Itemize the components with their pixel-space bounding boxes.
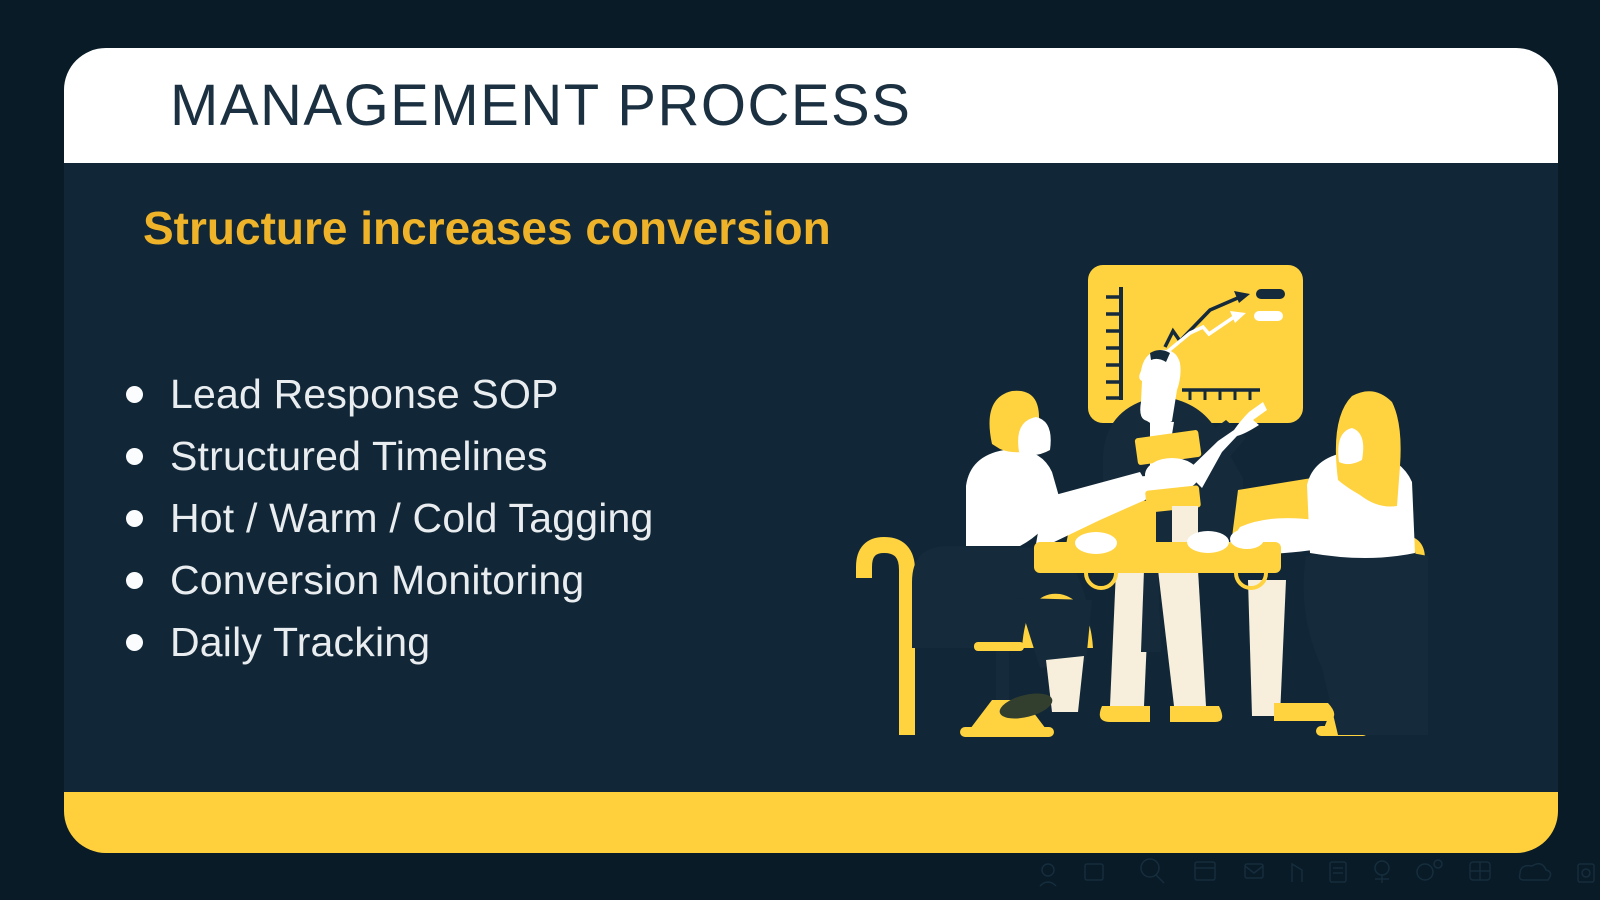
chart-board-icon bbox=[1088, 265, 1303, 423]
bullet-dot-icon bbox=[126, 633, 143, 651]
bullet-dot-icon bbox=[126, 509, 143, 527]
pointing-hand bbox=[1186, 402, 1267, 488]
slide-card: MANAGEMENT PROCESS Structure increases c… bbox=[64, 48, 1558, 853]
legend-dash-white bbox=[1254, 311, 1283, 321]
legend-dash-dark bbox=[1256, 289, 1285, 299]
list-item: Structured Timelines bbox=[126, 425, 654, 487]
list-item: Conversion Monitoring bbox=[126, 549, 654, 611]
seated-listener-right bbox=[1228, 391, 1428, 735]
subtitle: Structure increases conversion bbox=[143, 202, 831, 254]
bullet-text: Structured Timelines bbox=[170, 432, 548, 479]
presenter-legs bbox=[1099, 570, 1223, 722]
list-item: Hot / Warm / Cold Tagging bbox=[126, 487, 654, 549]
list-item: Daily Tracking bbox=[126, 611, 654, 673]
hands-on-table bbox=[1075, 529, 1264, 554]
hook-pole bbox=[856, 536, 915, 735]
doodle-watermark bbox=[1039, 858, 1595, 887]
bullet-text: Lead Response SOP bbox=[170, 370, 559, 417]
page-title: MANAGEMENT PROCESS bbox=[170, 73, 912, 138]
footer-band bbox=[64, 792, 1558, 853]
bullet-text: Conversion Monitoring bbox=[170, 556, 585, 603]
list-item: Lead Response SOP bbox=[126, 363, 654, 425]
growth-arrow-white bbox=[1165, 315, 1235, 354]
bullet-text: Daily Tracking bbox=[170, 618, 431, 665]
notebook-stack bbox=[1134, 430, 1202, 544]
team-meeting-illustration bbox=[850, 240, 1430, 745]
bullet-text: Hot / Warm / Cold Tagging bbox=[170, 494, 654, 541]
bullet-dot-icon bbox=[126, 447, 143, 465]
bullet-dot-icon bbox=[126, 571, 143, 589]
header-band: MANAGEMENT PROCESS bbox=[64, 48, 1558, 163]
seated-listener-left bbox=[966, 390, 1161, 719]
bullet-dot-icon bbox=[126, 385, 143, 403]
bullet-list: Lead Response SOP Structured Timelines H… bbox=[126, 363, 654, 673]
